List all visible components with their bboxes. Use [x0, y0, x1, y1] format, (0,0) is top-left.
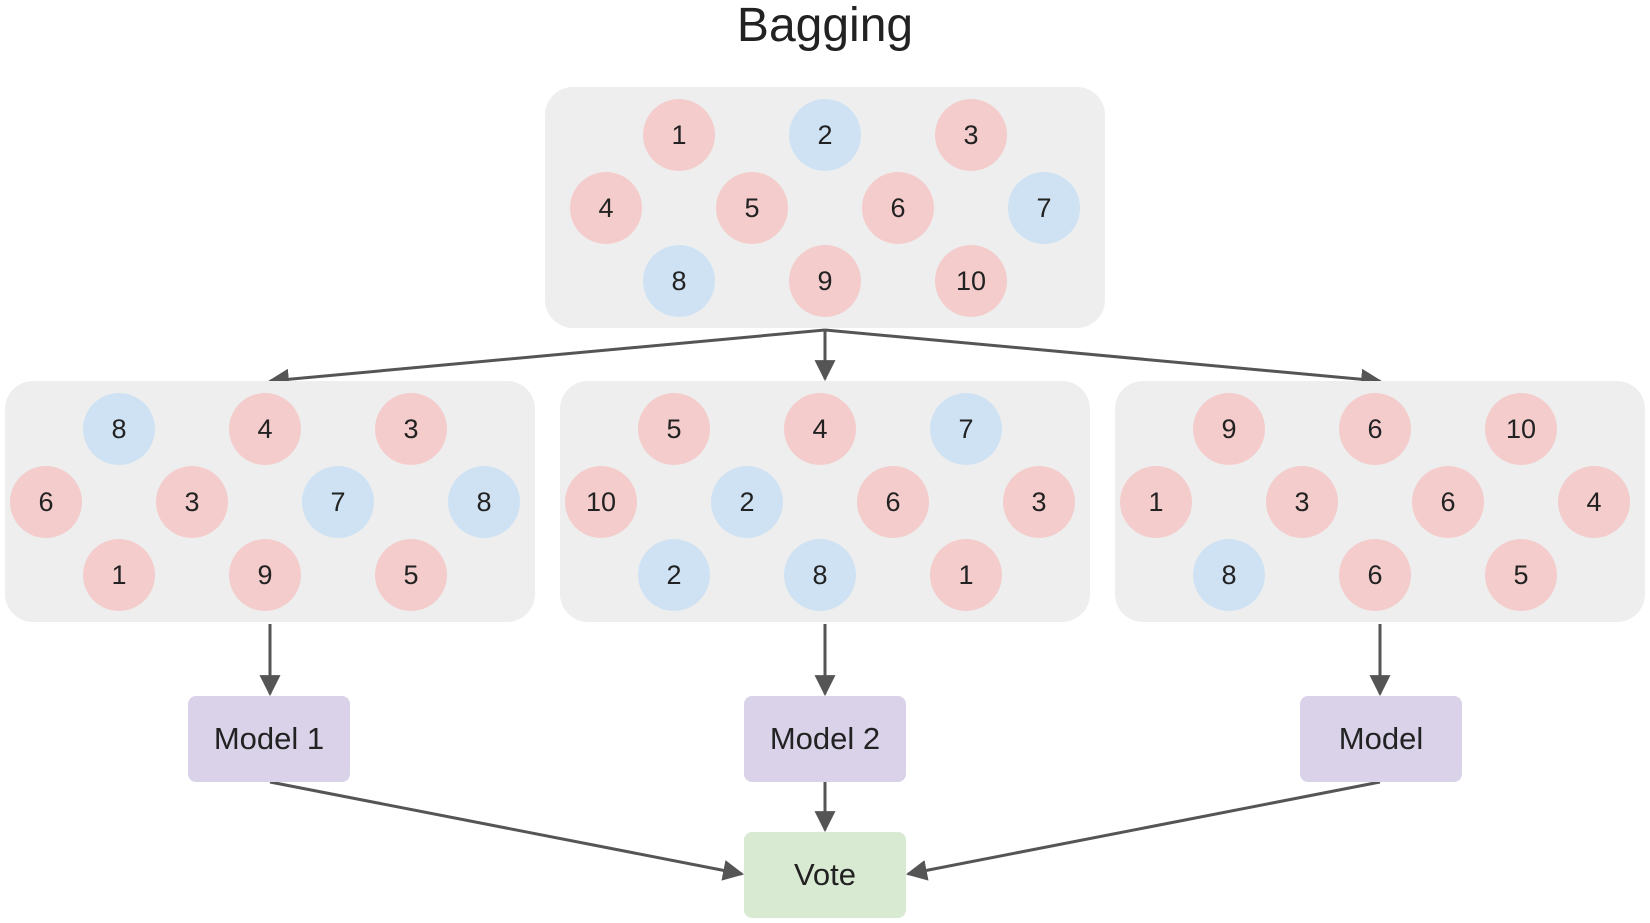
sample-3-circle: 1 — [1120, 466, 1192, 538]
sample-3-circle: 4 — [1558, 466, 1630, 538]
sample-1-circle: 5 — [375, 539, 447, 611]
sample-3-circle: 10 — [1485, 393, 1557, 465]
sample-2-circle: 6 — [857, 466, 929, 538]
dataset-circle: 2 — [789, 99, 861, 171]
sample-2-circle: 10 — [565, 466, 637, 538]
diagram-title: Bagging — [736, 0, 914, 52]
sample-3-circle: 6 — [1339, 539, 1411, 611]
arrow-model-3-to-vote — [905, 780, 1381, 881]
dataset-circle: 4 — [570, 172, 642, 244]
sample-2-circle: 4 — [784, 393, 856, 465]
sample-1-circle: 1 — [83, 539, 155, 611]
sample-2-circle: 8 — [784, 539, 856, 611]
vote-box: Vote — [744, 832, 906, 918]
sample-1-circle: 3 — [375, 393, 447, 465]
sample-1-circle: 6 — [10, 466, 82, 538]
dataset-circle: 6 — [862, 172, 934, 244]
sample-3-circle: 6 — [1339, 393, 1411, 465]
dataset-circle: 5 — [716, 172, 788, 244]
arrow-dataset-to-sample-1 — [267, 328, 826, 390]
sample-2-circle: 5 — [638, 393, 710, 465]
sample-2-circle: 1 — [930, 539, 1002, 611]
sample-3-circle: 5 — [1485, 539, 1557, 611]
dataset-circle: 7 — [1008, 172, 1080, 244]
dataset-circle: 9 — [789, 245, 861, 317]
sample-2-circle: 3 — [1003, 466, 1075, 538]
sample-1-circle: 8 — [448, 466, 520, 538]
sample-1-circle: 8 — [83, 393, 155, 465]
model-2-box: Model 2 — [744, 696, 906, 782]
sample-1-circle: 9 — [229, 539, 301, 611]
dataset-circle: 8 — [643, 245, 715, 317]
dataset-circle: 10 — [935, 245, 1007, 317]
arrow-dataset-to-sample-3 — [824, 328, 1383, 390]
model-3-box: Model — [1300, 696, 1462, 782]
sample-2-circle: 2 — [638, 539, 710, 611]
sample-1-circle: 7 — [302, 466, 374, 538]
sample-2-circle: 2 — [711, 466, 783, 538]
sample-3-circle: 9 — [1193, 393, 1265, 465]
dataset-circle: 3 — [935, 99, 1007, 171]
sample-3-circle: 3 — [1266, 466, 1338, 538]
dataset-circle: 1 — [643, 99, 715, 171]
model-1-box: Model 1 — [188, 696, 350, 782]
sample-3-circle: 6 — [1412, 466, 1484, 538]
sample-1-circle: 4 — [229, 393, 301, 465]
sample-3-circle: 8 — [1193, 539, 1265, 611]
sample-2-circle: 7 — [930, 393, 1002, 465]
sample-1-circle: 3 — [156, 466, 228, 538]
arrow-model-1-to-vote — [269, 780, 745, 881]
